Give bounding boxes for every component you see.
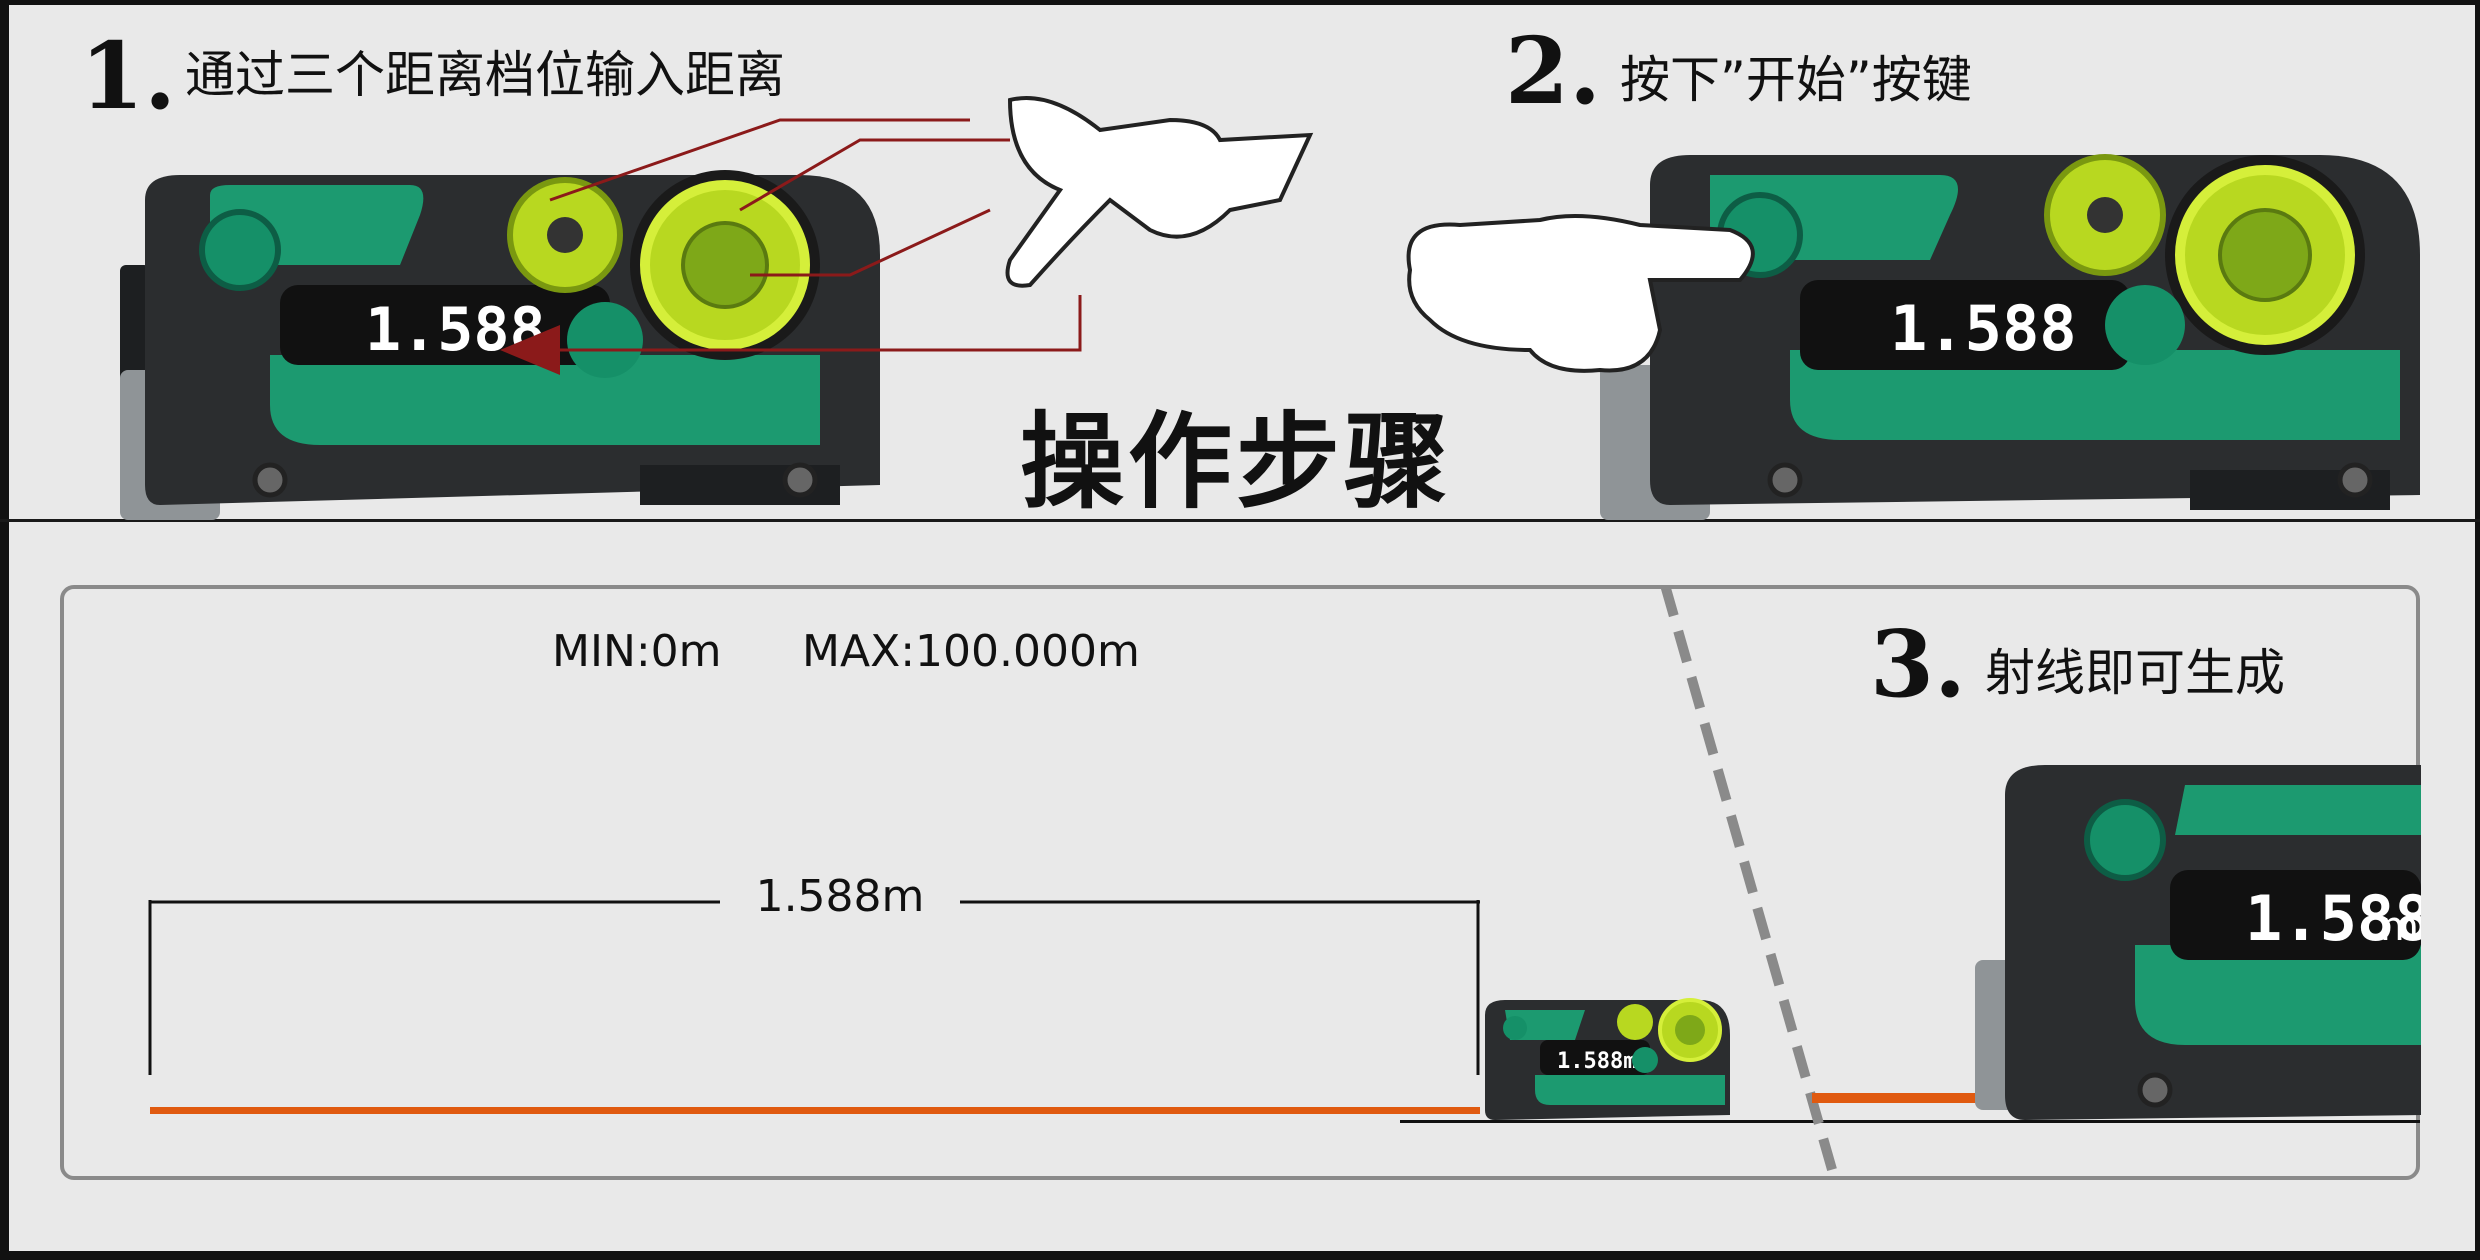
step-2-text: 按下”开始”按键 xyxy=(1620,51,1972,109)
measurement-label: 1.588m xyxy=(720,875,960,919)
dashed-divider xyxy=(1660,585,1840,1180)
step-2-number: 2. xyxy=(1505,17,1602,125)
device-step-1: 1.588 xyxy=(120,170,880,520)
page-title: 操作步骤 xyxy=(1020,400,1453,523)
laser-beam-emit xyxy=(1812,1093,2002,1103)
step-3-text: 射线即可生成 xyxy=(1985,644,2285,702)
device-small-display: 1.588m xyxy=(1557,1049,1636,1074)
device-3-unit: m xyxy=(2380,904,2419,950)
ground-line xyxy=(1400,1120,2420,1123)
step-3-number: 3. xyxy=(1870,610,1967,718)
device-small: 1.588m xyxy=(1485,998,1730,1120)
pressing-hand-icon xyxy=(1406,214,1755,373)
step-1-number: 1. xyxy=(80,22,177,130)
device-3-display: 1.588 xyxy=(2245,882,2421,955)
min-range-label: MIN:0m xyxy=(552,626,722,677)
laser-beam xyxy=(150,1107,1480,1114)
pointing-hand-icon xyxy=(1005,96,1314,288)
device-step-3: 1.588 m xyxy=(1975,765,2421,1120)
step-1-text: 通过三个距离档位输入距离 xyxy=(185,46,785,104)
section-divider xyxy=(0,519,2480,522)
dial-arrows xyxy=(500,118,1082,375)
max-range-label: MAX:100.000m xyxy=(802,626,1140,677)
device-2-display: 1.588 xyxy=(1890,292,2077,365)
device-step-2: 1.588 xyxy=(1600,154,2420,520)
